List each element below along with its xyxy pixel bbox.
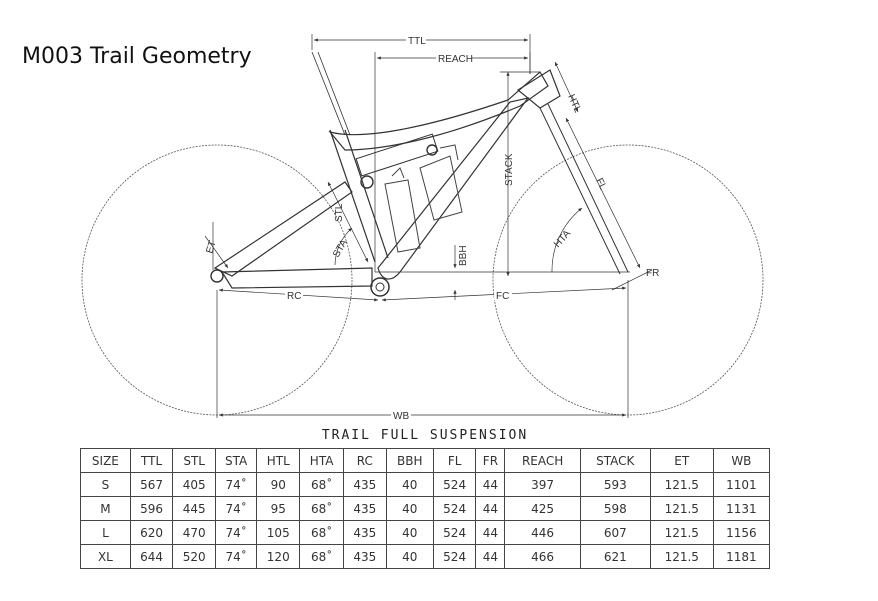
- table-cell: 620: [129, 520, 174, 545]
- table-cell: 74˚: [214, 472, 258, 497]
- table-cell: L: [80, 520, 131, 545]
- bike-frame: [213, 51, 629, 289]
- bottom-bracket: [370, 277, 390, 297]
- col-htl: HTL: [256, 448, 301, 473]
- table-cell: 105: [256, 520, 301, 545]
- table-cell: 44: [475, 520, 506, 545]
- label-fl: FL: [593, 176, 608, 192]
- col-sta: STA: [214, 448, 258, 473]
- table-cell: 435: [343, 520, 387, 545]
- label-ttl: TTL: [408, 36, 426, 47]
- col-wb: WB: [712, 448, 771, 473]
- table-cell: 466: [504, 544, 581, 569]
- label-rc: RC: [287, 291, 301, 302]
- page-title: M003 Trail Geometry: [22, 44, 252, 69]
- table-cell: 435: [343, 472, 387, 497]
- col-stack: STACK: [579, 448, 651, 473]
- table-cell: 40: [385, 520, 434, 545]
- table-cell: 520: [172, 544, 216, 569]
- table-cell: 95: [256, 496, 301, 521]
- col-stl: STL: [172, 448, 216, 473]
- table-cell: 74˚: [214, 544, 258, 569]
- table-cell: 405: [172, 472, 216, 497]
- table-cell: 68˚: [299, 520, 345, 545]
- label-et: ET: [204, 239, 218, 255]
- label-stack: STACK: [504, 153, 515, 186]
- col-fl: FL: [432, 448, 477, 473]
- bottle-cage: [384, 144, 463, 253]
- table-row: L 620 470 74˚ 105 68˚ 435 40 524 44 446 …: [80, 520, 771, 545]
- table-cell: 446: [504, 520, 581, 545]
- dimension-lines: [204, 34, 653, 418]
- table-cell: XL: [80, 544, 131, 569]
- table-cell: 44: [475, 472, 506, 497]
- label-wb: WB: [393, 411, 409, 422]
- table-cell: 40: [385, 496, 434, 521]
- col-hta: HTA: [299, 448, 345, 473]
- table-cell: 40: [385, 472, 434, 497]
- table-cell: 74˚: [214, 496, 258, 521]
- col-rc: RC: [343, 448, 387, 473]
- table-cell: 90: [256, 472, 301, 497]
- table-cell: 121.5: [649, 496, 714, 521]
- label-hta: HTA: [552, 228, 573, 250]
- table-cell: 445: [172, 496, 216, 521]
- table-cell: 121.5: [649, 520, 714, 545]
- table-cell: 44: [475, 496, 506, 521]
- table-cell: 121.5: [649, 544, 714, 569]
- table-cell: 68˚: [299, 472, 345, 497]
- rear-dropout: [210, 269, 224, 283]
- table-row: M 596 445 74˚ 95 68˚ 435 40 524 44 425 5…: [80, 496, 771, 521]
- col-fr: FR: [475, 448, 506, 473]
- label-sta: STA: [331, 238, 350, 260]
- label-htl: HTL: [565, 93, 583, 115]
- table-cell: 40: [385, 544, 434, 569]
- table-cell: 435: [343, 496, 387, 521]
- table-cell: 425: [504, 496, 581, 521]
- table-row: S 567 405 74˚ 90 68˚ 435 40 524 44 397 5…: [80, 472, 771, 497]
- label-reach: REACH: [438, 54, 473, 65]
- geometry-table: SIZE TTL STL STA HTL HTA RC BBH FL FR RE…: [80, 448, 771, 569]
- table-cell: 596: [129, 496, 174, 521]
- table-cell: 524: [432, 496, 477, 521]
- table-row: XL 644 520 74˚ 120 68˚ 435 40 524 44 466…: [80, 544, 771, 569]
- table-cell: 68˚: [299, 544, 345, 569]
- table-cell: 44: [475, 544, 506, 569]
- table-cell: M: [80, 496, 131, 521]
- table-cell: 74˚: [214, 520, 258, 545]
- col-ttl: TTL: [129, 448, 174, 473]
- table-caption: TRAIL FULL SUSPENSION: [321, 428, 529, 443]
- table-cell: 1181: [712, 544, 771, 569]
- table-cell: 598: [579, 496, 651, 521]
- table-cell: 121.5: [649, 472, 714, 497]
- table-cell: 524: [432, 520, 477, 545]
- table-cell: S: [80, 472, 131, 497]
- label-fc: FC: [496, 291, 509, 302]
- table-cell: 621: [579, 544, 651, 569]
- table-cell: 644: [129, 544, 174, 569]
- table-cell: 524: [432, 472, 477, 497]
- label-stl: STL: [334, 203, 345, 222]
- col-size: SIZE: [80, 448, 131, 473]
- col-reach: REACH: [504, 448, 581, 473]
- table-cell: 397: [504, 472, 581, 497]
- table-cell: 470: [172, 520, 216, 545]
- table-cell: 68˚: [299, 496, 345, 521]
- table-cell: 524: [432, 544, 477, 569]
- table-cell: 120: [256, 544, 301, 569]
- table-header-row: SIZE TTL STL STA HTL HTA RC BBH FL FR RE…: [80, 448, 771, 473]
- table-cell: 1156: [712, 520, 771, 545]
- geometry-drawing: TTL REACH STACK HTL FL BBH HTA STA STL E…: [81, 34, 764, 422]
- col-bbh: BBH: [385, 448, 434, 473]
- table-cell: 593: [579, 472, 651, 497]
- table-cell: 1131: [712, 496, 771, 521]
- table-cell: 435: [343, 544, 387, 569]
- label-bbh: BBH: [458, 245, 469, 266]
- col-et: ET: [649, 448, 714, 473]
- label-fr: FR: [646, 268, 659, 279]
- table-cell: 607: [579, 520, 651, 545]
- table-cell: 567: [129, 472, 174, 497]
- table-cell: 1101: [712, 472, 771, 497]
